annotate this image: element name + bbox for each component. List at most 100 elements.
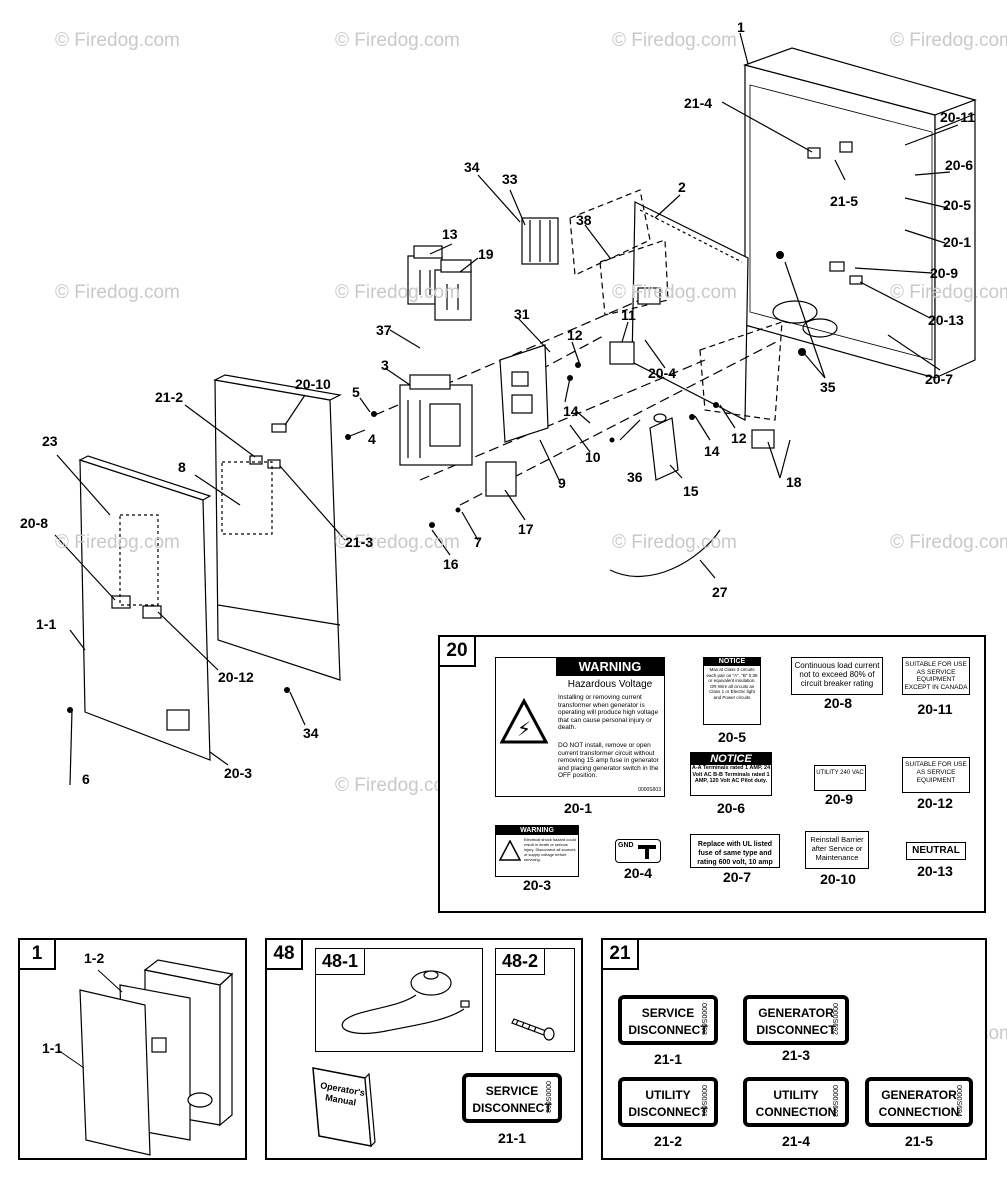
decal-20-11: SUITABLE FOR USE AS SERVICE EQUIPMENT EX… xyxy=(902,657,970,695)
callout-20-11: 20-11 xyxy=(940,109,976,125)
sticker-line: CONNECTION xyxy=(878,1105,960,1119)
watermark: © Firedog.com xyxy=(55,30,180,51)
sticker-line: SERVICE xyxy=(485,1084,539,1098)
sticker-code: 0000S694 xyxy=(955,1085,962,1117)
callout-37: 37 xyxy=(376,322,392,338)
decal-20-8: Continuous load current not to exceed 80… xyxy=(791,657,883,695)
callout-7: 7 xyxy=(474,534,482,550)
generator-disconnect-sticker: GENERATOR DISCONNECT 0000S692 xyxy=(743,995,849,1045)
warning-heading: WARNING xyxy=(556,658,664,676)
decal-20-13: NEUTRAL xyxy=(906,842,966,860)
watermark: © Firedog.com xyxy=(55,282,180,303)
sticker-line: GENERATOR xyxy=(758,1006,834,1020)
caption-20-9: 20-9 xyxy=(824,791,854,807)
callout-35: 35 xyxy=(820,379,836,395)
decal-20-10: Reinstall Barrier after Service or Maint… xyxy=(805,831,869,869)
enclosure-box-drawing xyxy=(742,47,977,379)
decal-20-6: NOTICE A-A Terminals rated 1 AMP, 24 Vol… xyxy=(690,752,772,796)
decal-body: Installing or removing current transform… xyxy=(558,694,659,731)
control-board-drawing xyxy=(499,344,549,443)
panel-number: 1 xyxy=(20,940,56,970)
utility-disconnect-sticker: UTILITY DISCONNECT 0000S691 xyxy=(618,1077,718,1127)
callout-20-8: 20-8 xyxy=(20,515,49,531)
caption-21-3: 21-3 xyxy=(781,1047,811,1063)
barrier-panel-drawing xyxy=(213,374,342,681)
watermark: © Firedog.com xyxy=(55,532,180,553)
enclosure-panel-1: 1 1-2 1-1 xyxy=(18,938,247,1160)
decal-20-1: ⚡ WARNING Hazardous Voltage Installing o… xyxy=(495,657,665,797)
caption-21-2: 21-2 xyxy=(653,1133,683,1149)
panel-number: 48 xyxy=(267,940,303,970)
callout-12: 12 xyxy=(731,430,747,446)
sticker-line: UTILITY xyxy=(773,1088,819,1102)
utility-connection-sticker: UTILITY CONNECTION 0000S693 xyxy=(743,1077,849,1127)
callout-16: 16 xyxy=(443,556,459,572)
callout-1-1: 1-1 xyxy=(36,616,57,632)
callout-27: 27 xyxy=(712,584,728,600)
decal-20-5: NOTICE Max at Class 3 circuits each pair… xyxy=(703,657,761,725)
callout-14: 14 xyxy=(704,443,720,459)
sticker-line: DISCONNECT xyxy=(472,1101,552,1115)
callout-31: 31 xyxy=(514,306,530,322)
callout-14: 14 xyxy=(563,403,579,419)
operators-manual-drawing: Operator's Manual xyxy=(307,1060,377,1150)
callout-20-13: 20-13 xyxy=(928,312,964,328)
sticker-code: 0000S693 xyxy=(831,1085,838,1117)
svg-text:⚡: ⚡ xyxy=(517,717,531,741)
watermark: © Firedog.com xyxy=(335,282,460,303)
current-transformer-box: 48-1 xyxy=(315,948,483,1052)
watermark: © Firedog.com xyxy=(890,30,1007,51)
caption-21-4: 21-4 xyxy=(781,1133,811,1149)
caption-20-6: 20-6 xyxy=(716,800,746,816)
callout-20-3: 20-3 xyxy=(224,765,253,781)
breaker-19-drawing xyxy=(434,259,472,321)
accessory-panel-48: 48 48-1 48-2 Operator's M xyxy=(265,938,583,1160)
callout-5: 5 xyxy=(352,384,360,400)
callout-9: 9 xyxy=(558,475,566,491)
current-transformer-drawing xyxy=(341,970,470,1034)
callout-34: 34 xyxy=(464,159,480,175)
watermark: © Firedog.com xyxy=(612,30,737,51)
caption-21-5: 21-5 xyxy=(904,1133,934,1149)
callout-17: 17 xyxy=(518,521,534,537)
callout-1-1: 1-1 xyxy=(42,1040,63,1056)
callout-12: 12 xyxy=(567,327,583,343)
caption-20-5: 20-5 xyxy=(717,729,747,745)
sticker-code: 0000S693 xyxy=(700,1003,707,1035)
callout-20-12: 20-12 xyxy=(218,669,254,685)
watermark: © Firedog.com xyxy=(890,282,1007,303)
watermark: © Firedog.com xyxy=(335,532,460,553)
decal-20-4: GND xyxy=(615,839,661,863)
callout-13: 13 xyxy=(442,226,458,242)
sticker-line: CONNECTION xyxy=(755,1105,837,1119)
caption-20-12: 20-12 xyxy=(917,795,953,811)
enclosure-assembly-drawing xyxy=(57,959,234,1156)
watermark: © Firedog.com xyxy=(612,282,737,303)
sticker-code: 0000S692 xyxy=(831,1003,838,1035)
sticker-line: DISCONNECT xyxy=(628,1023,708,1037)
watermark: © Firedog.com xyxy=(335,30,460,51)
callout-6: 6 xyxy=(82,771,90,787)
callout-20-9: 20-9 xyxy=(930,265,959,281)
callout-15: 15 xyxy=(683,483,699,499)
sticker-line: DISCONNECT xyxy=(756,1023,836,1037)
hazard-symbol-icon: ⚡ xyxy=(499,697,549,746)
ground-label: GND xyxy=(618,842,634,849)
callout-10: 10 xyxy=(585,449,601,465)
callout-21-5: 21-5 xyxy=(830,193,859,209)
decal-20-3: WARNING Electrical shock hazard could re… xyxy=(495,825,579,877)
callout-21-2: 21-2 xyxy=(155,389,184,405)
sticker-panel-21: 21 SERVICE DISCONNECT 0000S693 21-1 GENE… xyxy=(601,938,987,1160)
caption-20-11: 20-11 xyxy=(917,701,953,717)
hazard-symbol-icon xyxy=(498,839,522,862)
callout-20-6: 20-6 xyxy=(945,157,974,173)
screw-drawing xyxy=(511,1018,555,1041)
decal-20-7: Replace with UL listed fuse of same type… xyxy=(690,834,780,868)
panel-number: 21 xyxy=(603,940,639,970)
fuse-holder-drawing xyxy=(649,413,679,481)
notice-heading: NOTICE xyxy=(704,658,760,666)
sticker-line: UTILITY xyxy=(645,1088,691,1102)
subpart-number: 48-1 xyxy=(316,949,366,975)
ground-symbol-icon xyxy=(638,843,656,859)
callout-21-4: 21-4 xyxy=(684,95,713,111)
